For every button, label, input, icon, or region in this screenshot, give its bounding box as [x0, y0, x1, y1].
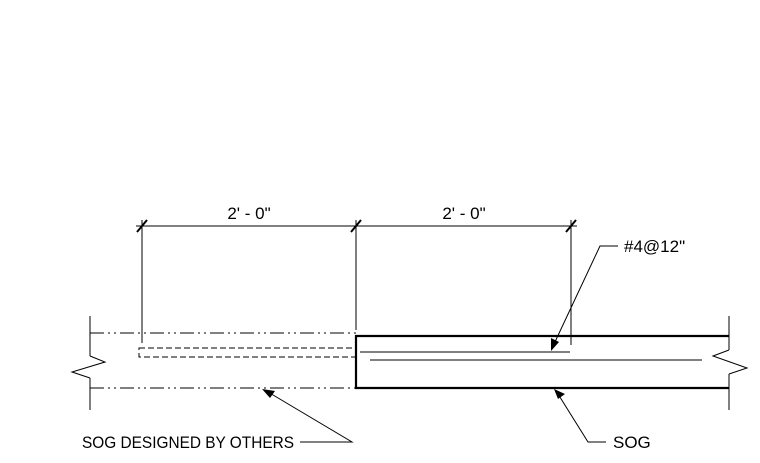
left-break-symbol — [70, 355, 107, 379]
existing-slab-leader-arrowhead — [262, 389, 275, 398]
rebar-callout-label: #4@12" — [624, 237, 685, 256]
existing-slab-callout-label: SOG DESIGNED BY OTHERS — [82, 433, 294, 452]
dimension-label-left: 2' - 0" — [227, 204, 270, 223]
right-break-symbol — [711, 349, 749, 375]
new-slab-leader-arrowhead — [554, 389, 565, 399]
existing-slab — [70, 316, 357, 410]
dimension-label-right: 2' - 0" — [442, 204, 485, 223]
rebar-leader-line — [553, 245, 618, 345]
new-slab-leader-line — [557, 393, 606, 443]
dimension-string: 2' - 0" 2' - 0" — [136, 204, 577, 345]
existing-slab-leader-line — [267, 391, 354, 443]
new-slab-callout-label: SOG — [613, 433, 651, 452]
existing-slab-callout: SOG DESIGNED BY OTHERS — [82, 389, 354, 452]
rebar-leader-arrowhead — [551, 338, 559, 351]
new-slab-outline — [354, 334, 729, 390]
new-slab — [354, 316, 749, 410]
new-slab-callout: SOG — [554, 389, 651, 452]
rebar-callout: #4@12" — [551, 237, 685, 351]
dowel-sleeve — [138, 347, 357, 358]
